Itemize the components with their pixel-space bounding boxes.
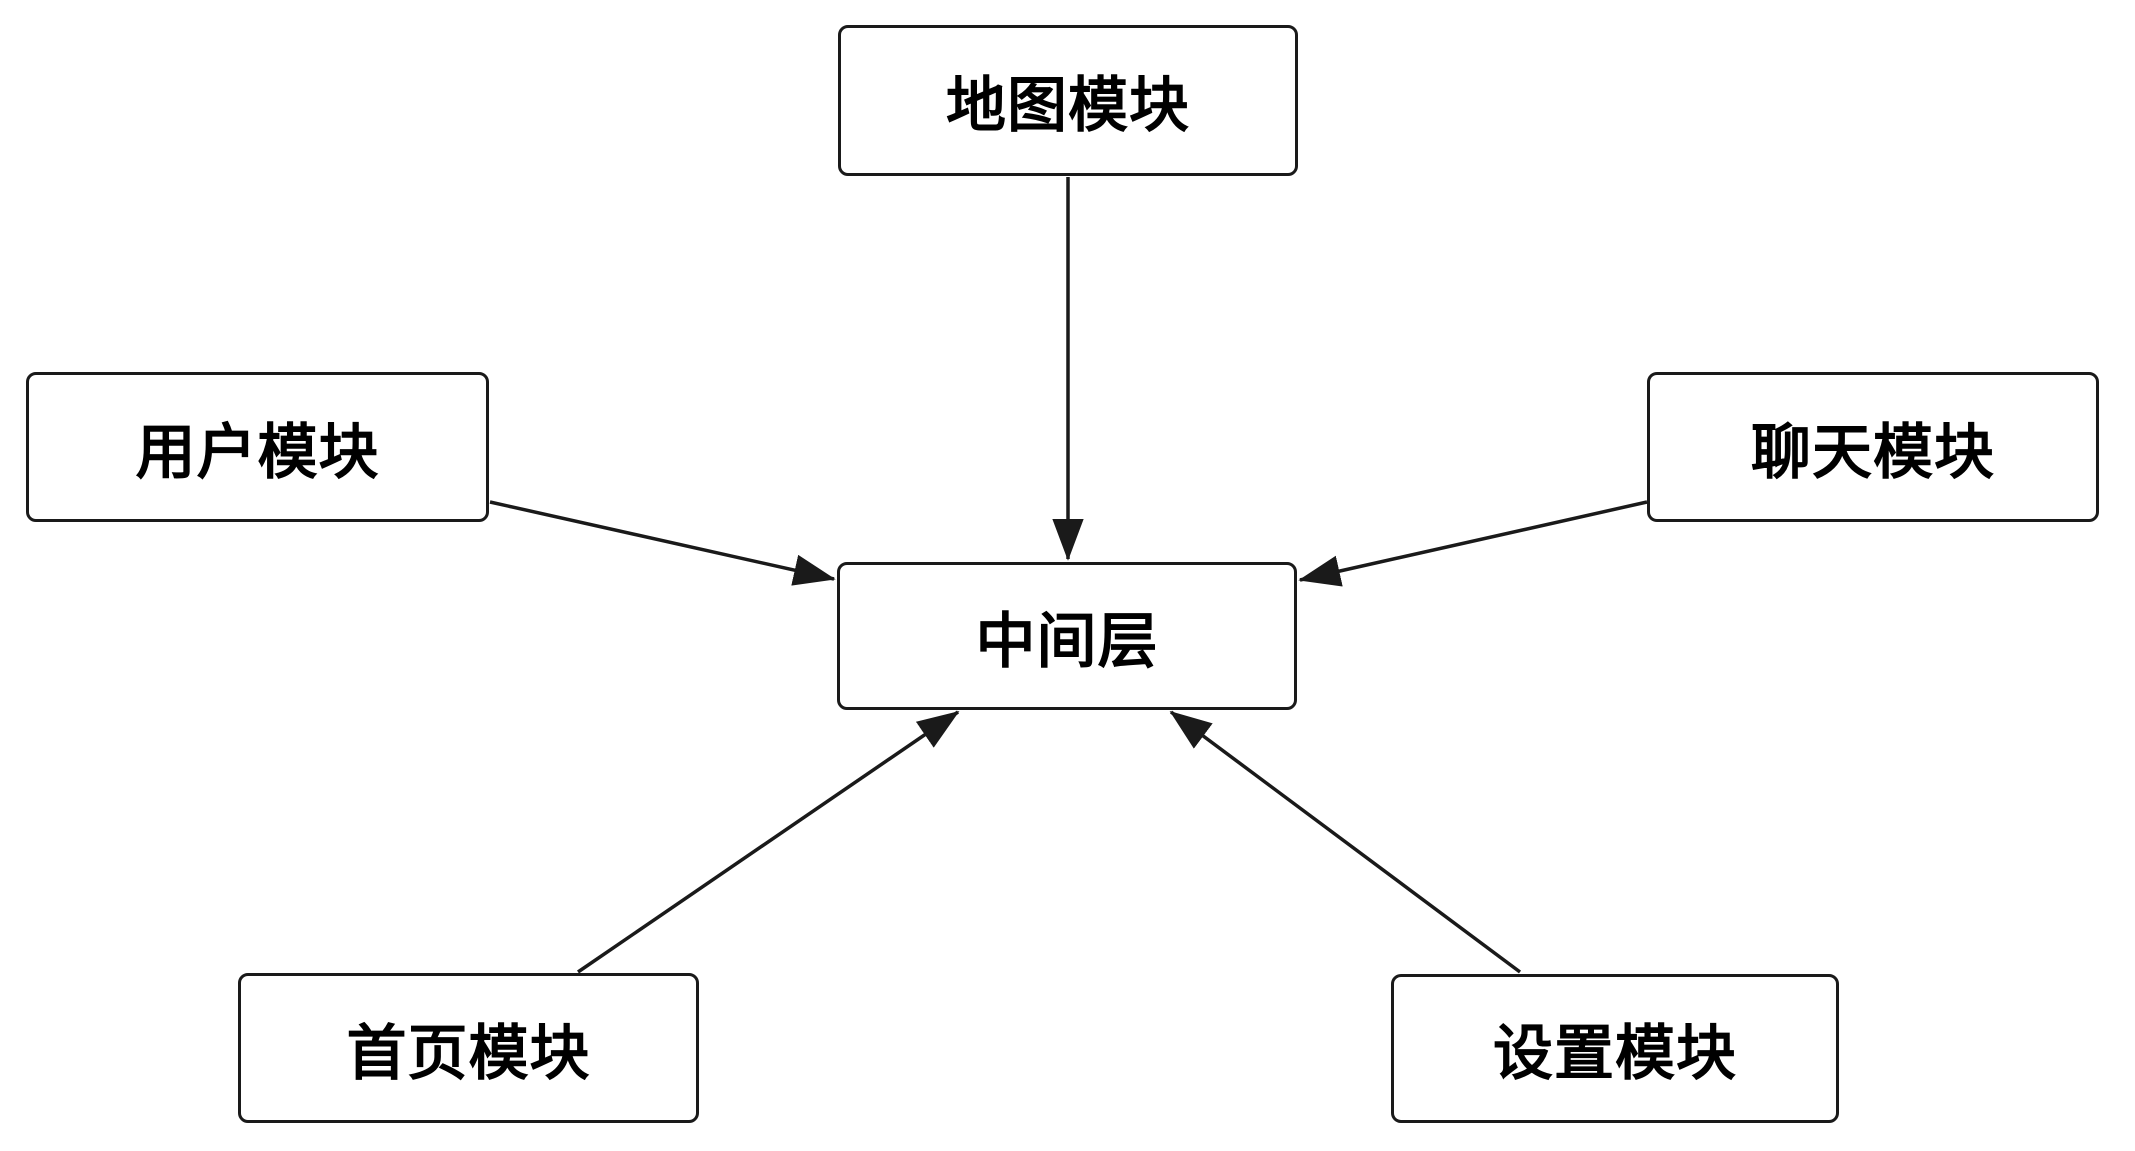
node-user-module: 用户模块: [26, 372, 489, 522]
node-settings-module-label: 设置模块: [1493, 1020, 1737, 1087]
node-middle-layer-label: 中间层: [975, 607, 1159, 675]
node-home-module: 首页模块: [238, 973, 699, 1123]
node-map-module-label: 地图模块: [946, 72, 1190, 139]
node-home-module-label: 首页模块: [346, 1019, 591, 1087]
arrow-settings-to-center: [1169, 710, 1522, 974]
arrow-user-to-center: [489, 500, 836, 586]
arrow-home-to-center: [577, 710, 960, 974]
node-chat-module: 聊天模块: [1647, 372, 2099, 522]
node-settings-module: 设置模块: [1391, 974, 1839, 1123]
arrow-chat-to-center: [1298, 500, 1648, 587]
node-chat-module-label: 聊天模块: [1751, 418, 1995, 486]
node-middle-layer: 中间层: [837, 562, 1297, 710]
node-user-module-label: 用户模块: [135, 418, 380, 486]
node-map-module: 地图模块: [838, 25, 1298, 176]
